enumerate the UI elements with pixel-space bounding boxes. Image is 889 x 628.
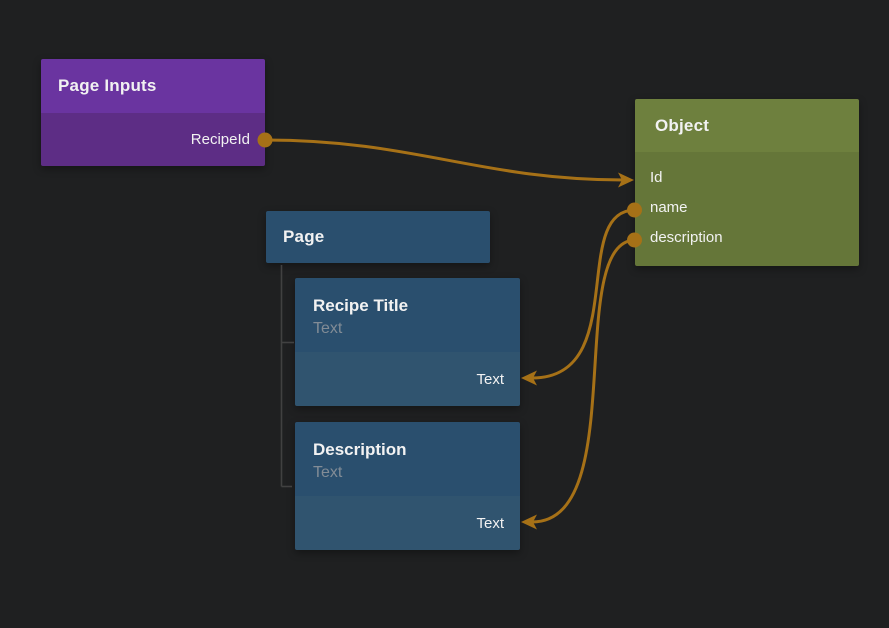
node-description[interactable]: Description Text Text	[295, 422, 520, 550]
field-row-id[interactable]: Id	[635, 162, 859, 192]
input-port-label-recipe-title-text: Text	[476, 370, 504, 388]
wire-recipeid-to-id[interactable]	[264, 138, 625, 182]
input-port-label-description-text: Text	[476, 514, 504, 532]
node-object-header: Object	[635, 99, 859, 152]
input-port-row-recipe-title-text[interactable]: Text	[295, 352, 520, 406]
field-row-description[interactable]: description	[635, 222, 859, 252]
node-description-type: Text	[313, 464, 343, 481]
node-page-inputs-title: Page Inputs	[58, 76, 157, 95]
field-label-name: name	[650, 198, 688, 216]
node-recipe-title[interactable]: Recipe Title Text Text	[295, 278, 520, 406]
wire-description-to-description-text[interactable]	[531, 238, 635, 524]
wire-name-to-recipe-title-text[interactable]	[531, 208, 635, 380]
field-label-description: description	[650, 228, 723, 246]
node-recipe-title-title: Recipe Title	[313, 296, 409, 315]
input-port-row-description-text[interactable]: Text	[295, 496, 520, 550]
node-recipe-title-body: Recipe Title Text	[295, 278, 520, 352]
output-port-label-recipeid: RecipeId	[190, 131, 250, 148]
node-recipe-title-type: Text	[313, 320, 343, 337]
output-port-row-recipeid[interactable]: RecipeId	[41, 113, 265, 166]
output-port-dot-recipeid[interactable]	[257, 132, 273, 148]
node-page-inputs-body: RecipeId	[41, 113, 265, 166]
arrowhead-icon	[521, 514, 537, 530]
node-page[interactable]: Page	[266, 211, 490, 263]
node-object-title: Object	[655, 115, 710, 135]
field-label-id: Id	[650, 168, 663, 186]
output-port-dot-name[interactable]	[627, 202, 642, 218]
node-page-inputs-header: Page Inputs	[41, 59, 265, 113]
node-description-title: Description	[313, 440, 407, 459]
node-page-title: Page	[283, 227, 325, 246]
node-page-inputs[interactable]: Page Inputs RecipeId	[41, 59, 265, 166]
output-port-dot-description[interactable]	[627, 232, 642, 248]
field-row-name[interactable]: name	[635, 192, 859, 222]
arrowhead-icon	[618, 172, 634, 188]
node-object-body: Id name description	[635, 152, 859, 266]
arrowhead-icon	[521, 370, 537, 386]
node-object[interactable]: Object Id name description	[635, 99, 859, 266]
node-page-header: Page	[266, 211, 490, 263]
node-description-body: Description Text	[295, 422, 520, 496]
